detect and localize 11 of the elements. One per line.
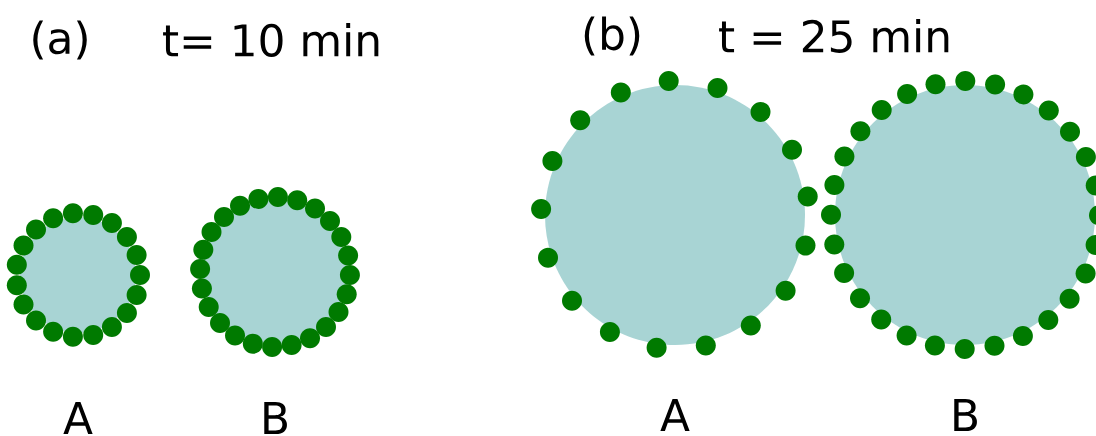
particle-coated-droplet bbox=[6, 203, 150, 347]
panel-heading: t= 10 min bbox=[163, 23, 379, 57]
droplet-label: A bbox=[660, 399, 690, 431]
particle-coated-droplet bbox=[821, 71, 1096, 359]
droplet-label: B bbox=[954, 399, 977, 431]
droplet-label: B bbox=[264, 402, 287, 434]
droplet-label: A bbox=[63, 402, 93, 434]
panel-heading: t = 25 min bbox=[719, 19, 949, 53]
particle-coated-droplet bbox=[531, 71, 818, 358]
particle-coated-droplet bbox=[190, 187, 360, 357]
panel-heading: (a) bbox=[33, 20, 87, 60]
